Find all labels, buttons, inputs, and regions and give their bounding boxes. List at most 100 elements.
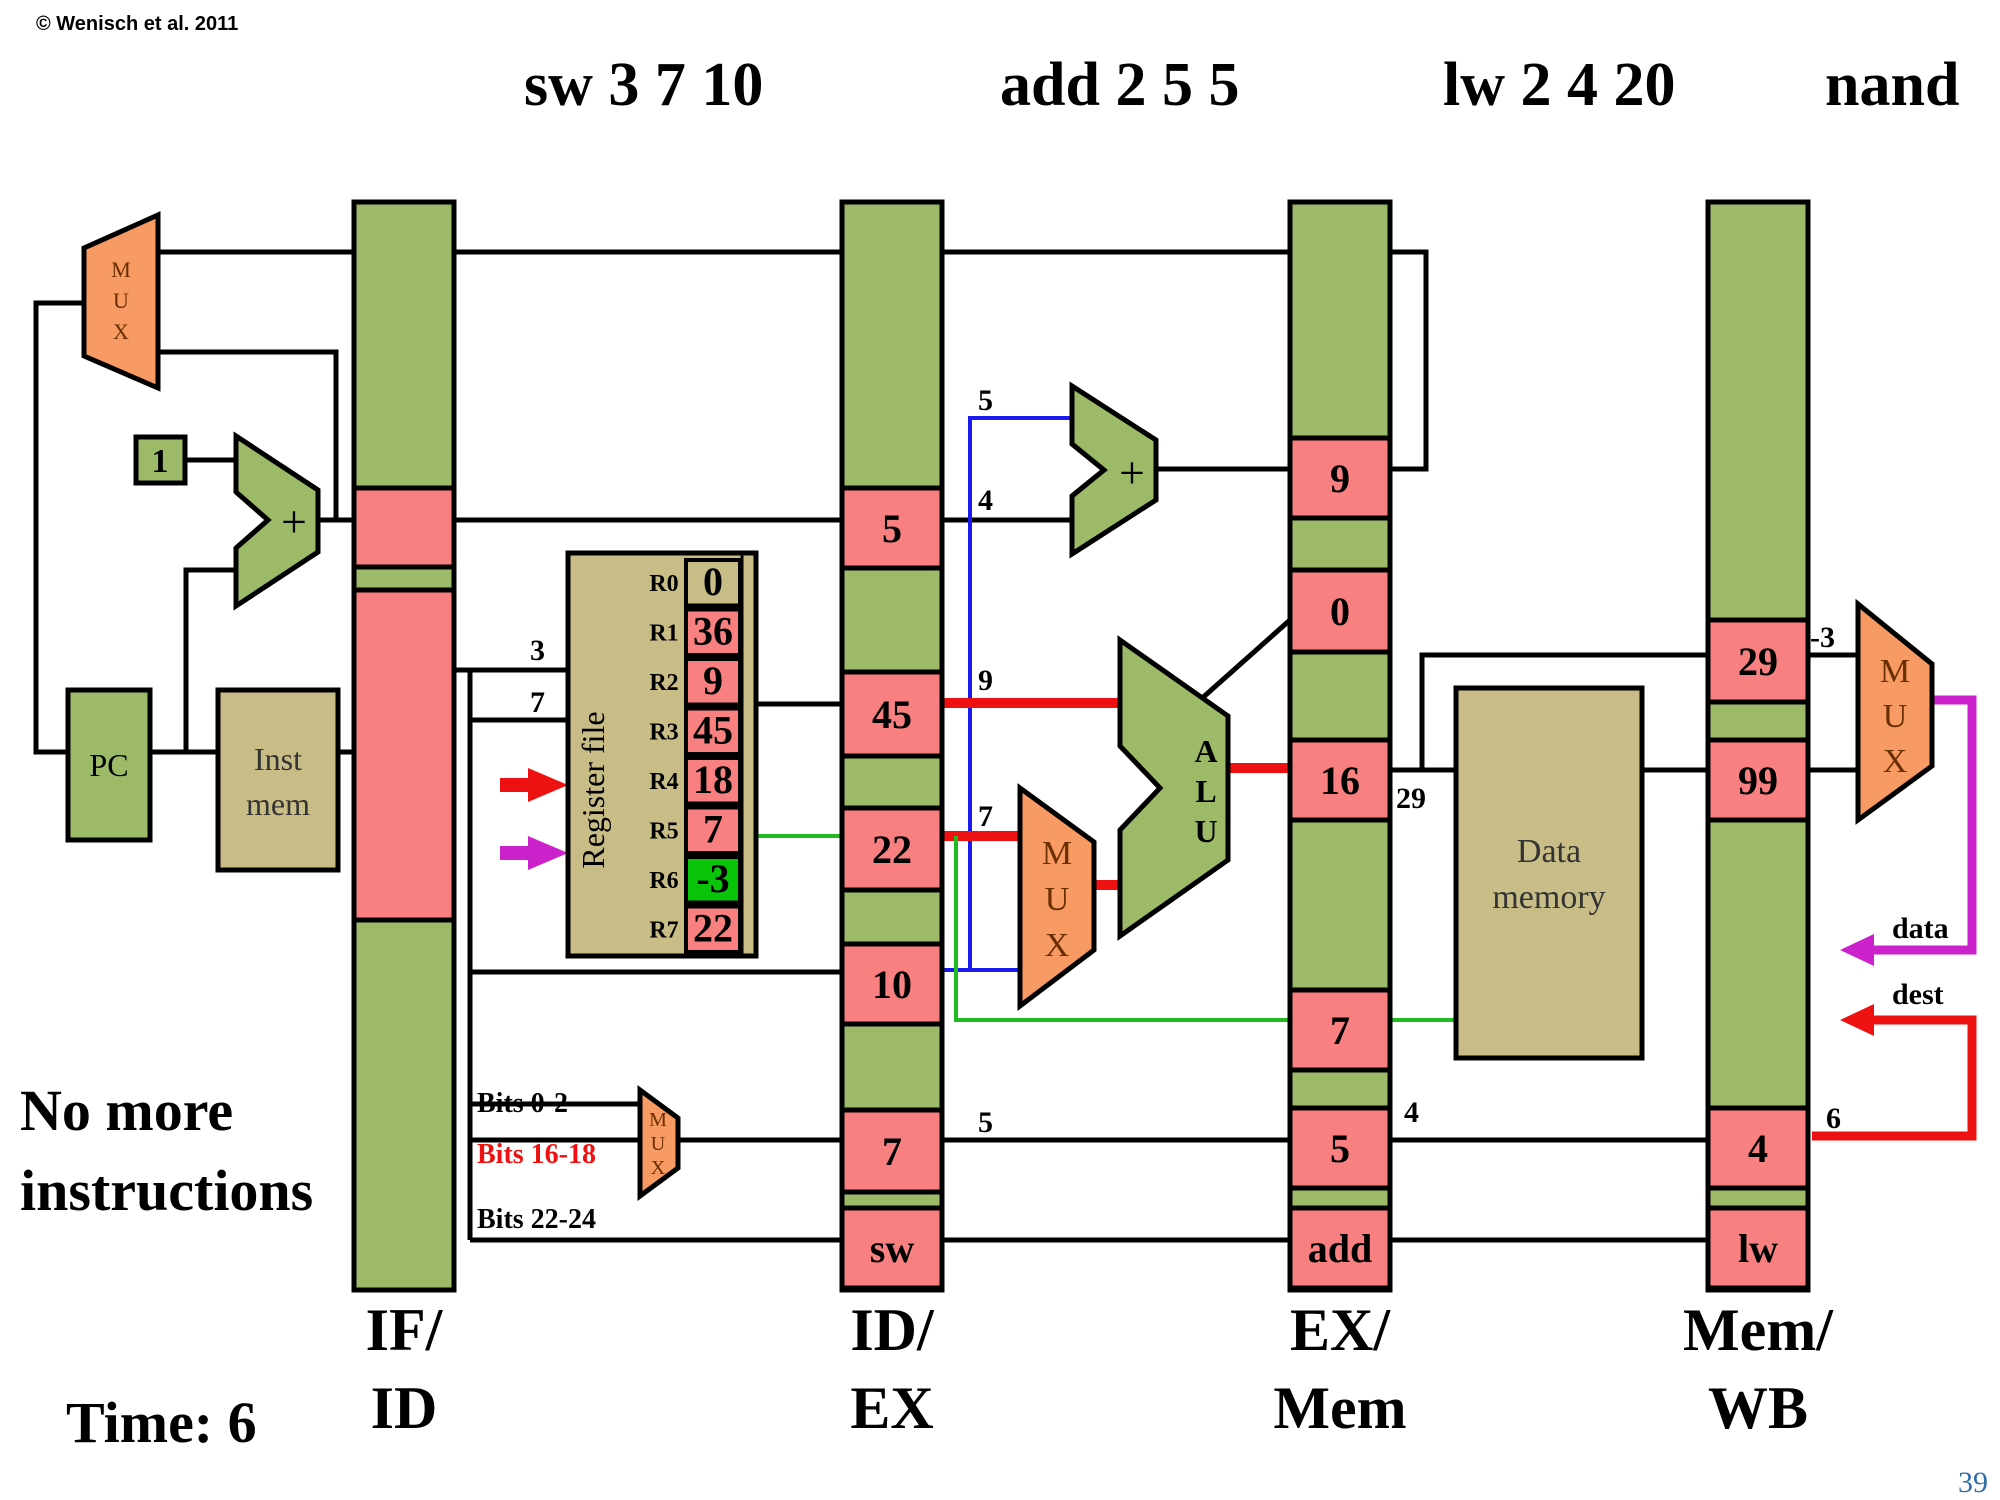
ex-mem-label-1: EX/: [1290, 1297, 1391, 1363]
register-value: -3: [696, 856, 729, 901]
alu: A L U: [1117, 635, 1231, 941]
svg-text:U: U: [113, 288, 129, 313]
writeback-mux: M U X: [1855, 598, 1935, 825]
ex-mem-field-box: [1287, 1105, 1393, 1191]
svg-text:X: X: [1883, 743, 1908, 780]
dest-bits-label-2: Bits 22-24: [477, 1204, 596, 1235]
instruction-memory: [215, 687, 341, 873]
register-value-box: [684, 756, 742, 806]
svg-text:U: U: [651, 1133, 666, 1155]
data-arrow-icon: [1840, 934, 1874, 966]
ex-mem-field-box: [1287, 1205, 1393, 1291]
page-number: 39: [1958, 1466, 1988, 1499]
svg-text:+: +: [281, 496, 307, 547]
svg-text:X: X: [113, 319, 129, 344]
mem-wb-field-value: 29: [1738, 639, 1778, 684]
ex-mem-field-box: [1287, 567, 1393, 655]
dest-arrow-icon: [1840, 1004, 1874, 1036]
time-label: Time: 6: [66, 1390, 257, 1455]
ex-mem-label-2: Mem: [1273, 1375, 1406, 1441]
mem-wb-field-value: lw: [1738, 1226, 1778, 1271]
svg-text:L: L: [1195, 773, 1216, 809]
ex-mem-field-value: 9: [1330, 456, 1350, 501]
stage-instruction-ex: lw 2 4 20: [1443, 51, 1676, 119]
svg-text:M: M: [111, 257, 131, 282]
wire-label-dest-exmem: 4: [1404, 1096, 1419, 1129]
if-id-label-1: IF/: [366, 1297, 444, 1363]
ex-mem-field-box: [1287, 435, 1393, 521]
svg-text:U: U: [1883, 698, 1908, 735]
stage-instruction-mem: nand: [1825, 51, 1959, 119]
stage-instruction-id: add 2 5 5: [1000, 51, 1239, 119]
if-id-register: IF/ID: [351, 199, 457, 1441]
register-name: R0: [649, 571, 678, 597]
register-value: 9: [703, 658, 723, 703]
id-ex-field-value: 7: [882, 1129, 902, 1174]
if-id-field-box: [351, 485, 457, 570]
status-line-1: No more: [20, 1078, 233, 1143]
mem-wb-field-value: 4: [1748, 1126, 1768, 1171]
register-value: 7: [703, 807, 723, 852]
wire-label-alu-a: 9: [978, 664, 993, 697]
wire-label-wb-top: -3: [1810, 621, 1835, 654]
wire-label-mem-addr: 29: [1396, 782, 1426, 815]
mem-wb-field-box: [1705, 737, 1811, 823]
wire-label-dest: dest: [1892, 978, 1944, 1011]
write-dest-arrow-icon: [528, 768, 568, 802]
mem-wb-field-value: 99: [1738, 758, 1778, 803]
id-ex-field-value: 22: [872, 827, 912, 872]
id-ex-field-box: [839, 669, 945, 759]
highlighted-wires: [756, 416, 1977, 1141]
pc-label: PC: [89, 747, 128, 783]
const-one-label: 1: [152, 443, 169, 480]
register-file-label: Register file: [575, 711, 611, 868]
alu-input-mux: M U X: [1017, 783, 1097, 1012]
svg-text:M: M: [649, 1109, 667, 1131]
wire-label-data: data: [1892, 912, 1949, 945]
register-name: R6: [649, 868, 678, 894]
svg-text:M: M: [1042, 835, 1072, 872]
id-ex-field-value: 5: [882, 506, 902, 551]
register-name: R2: [649, 670, 678, 696]
register-value-box: [684, 607, 742, 657]
wire-label-branch-b: 4: [978, 484, 993, 517]
wire-label-branch-a: 5: [978, 384, 993, 417]
register-value-box: [684, 855, 742, 905]
register-write-arrows: [500, 768, 568, 870]
ex-mem-field-value: 16: [1320, 758, 1360, 803]
copyright-note: © Wenisch et al. 2011: [36, 13, 238, 35]
register-value-box: [684, 657, 742, 707]
register-value: 36: [693, 609, 733, 654]
svg-text:A: A: [1194, 733, 1217, 769]
svg-text:X: X: [1045, 927, 1070, 964]
const-one-box: [133, 434, 188, 486]
ex-mem-field-box: [1287, 987, 1393, 1073]
register-value: 45: [693, 708, 733, 753]
register-name: R3: [649, 720, 678, 746]
pc-mux: M U X: [81, 211, 161, 392]
register-name: R7: [649, 918, 678, 944]
register-value: 18: [693, 757, 733, 802]
wire-label-dest-memwb: 6: [1826, 1102, 1841, 1135]
id-ex-field-box: [839, 1205, 945, 1291]
branch-adder: +: [1069, 381, 1159, 559]
inst-mem-label-2: mem: [246, 786, 310, 822]
ex-mem-field-box: [1287, 737, 1393, 823]
id-ex-field-box: [839, 941, 945, 1027]
pipeline-registers: IF/ID54522107swID/EX901675addEX/Mem29994…: [351, 199, 1834, 1441]
id-ex-label-1: ID/: [850, 1297, 935, 1363]
ex-mem-field-value: 0: [1330, 589, 1350, 634]
svg-text:+: +: [1119, 447, 1145, 498]
id-ex-field-value: sw: [870, 1226, 915, 1271]
dest-mux: M U X: [637, 1085, 681, 1201]
register-name: R5: [649, 819, 678, 845]
mem-wb-field-box: [1705, 617, 1811, 705]
if-id-field-box: [351, 587, 457, 923]
pc-register: [65, 687, 153, 843]
register-value: 22: [693, 906, 733, 951]
id-ex-field-box: [839, 1107, 945, 1195]
